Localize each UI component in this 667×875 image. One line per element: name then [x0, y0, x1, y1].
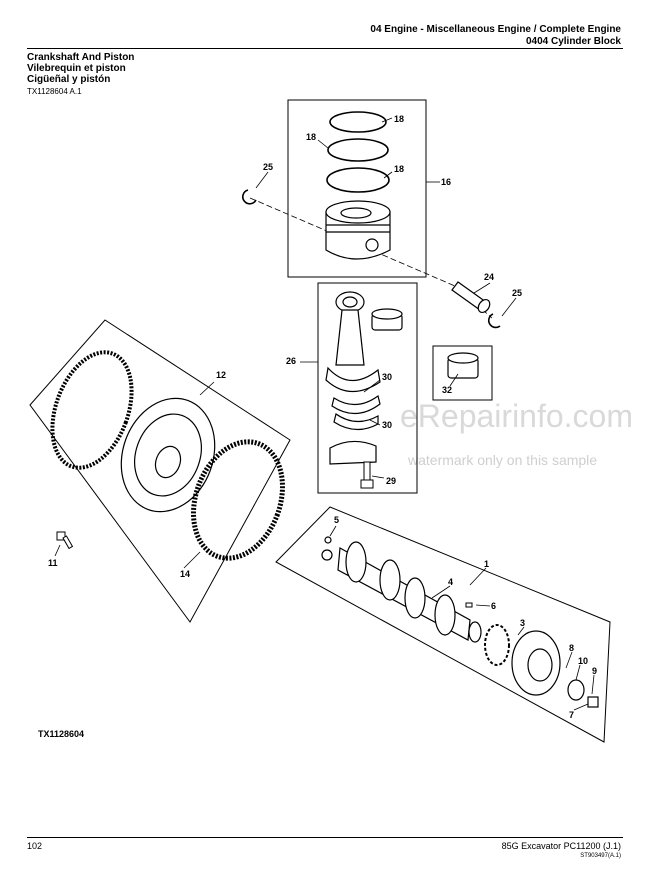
- group-header: 0404 Cylinder Block: [525, 36, 621, 47]
- callout-25-left: 25: [263, 162, 273, 172]
- callout-25-right: 25: [512, 288, 522, 298]
- callout-26: 26: [286, 356, 296, 366]
- callout-11: 11: [48, 558, 58, 568]
- ring-bottom-icon: [326, 167, 390, 193]
- callout-8: 8: [569, 643, 574, 653]
- callout-12: 12: [216, 370, 226, 380]
- bushing-icon: [447, 352, 479, 379]
- ring-top-icon: [329, 111, 387, 133]
- flywheel-icon: [120, 397, 216, 513]
- callout-4: 4: [448, 577, 453, 587]
- crankshaft-icon: [321, 536, 482, 643]
- watermark-brand: eRepairinfo.com: [400, 398, 633, 434]
- footer-rule: [27, 837, 623, 838]
- connecting-rod-icon: [325, 291, 381, 393]
- callout-18-top: 18: [394, 114, 404, 124]
- bushing-box: [432, 345, 493, 401]
- snap-ring-right-icon: [487, 313, 501, 329]
- callout-3: 3: [520, 618, 525, 628]
- callout-14: 14: [180, 569, 190, 579]
- callout-16: 16: [441, 177, 451, 187]
- key-icon: [465, 602, 473, 608]
- callout-5: 5: [334, 515, 339, 525]
- callout-7: 7: [569, 710, 574, 720]
- model-line: 85G Excavator PC11200 (J.1): [501, 841, 621, 851]
- callout-32: 32: [442, 385, 452, 395]
- page-number: 102: [27, 841, 43, 851]
- callout-1: 1: [484, 559, 489, 569]
- pulley-bolt-icon: [587, 696, 599, 708]
- document-id: ST903497(A.1): [580, 853, 621, 859]
- title-english: Crankshaft And Piston: [27, 52, 135, 63]
- bearing-half-upper-icon: [331, 394, 381, 415]
- page-titles: Crankshaft And Piston Vilebrequin et pis…: [27, 52, 134, 85]
- crank-gear-icon: [484, 624, 510, 666]
- piston-pin-icon: [451, 281, 491, 314]
- section-header: 04 Engine - Miscellaneous Engine / Compl…: [370, 24, 621, 35]
- pin-centerline: [454, 285, 493, 319]
- ring-middle-icon: [327, 138, 389, 162]
- callout-30-lower: 30: [382, 420, 392, 430]
- figure-reference: TX1128604 A.1: [27, 87, 82, 96]
- damper-pulley-icon: [511, 630, 561, 696]
- callout-30-upper: 30: [382, 372, 392, 382]
- ring-gear-icon: [50, 350, 134, 470]
- callout-9: 9: [592, 666, 597, 676]
- flywheel-box: [29, 319, 291, 623]
- snap-ring-left-icon: [242, 189, 257, 205]
- callout-18-bottom: 18: [394, 164, 404, 174]
- rod-bushing-icon: [371, 308, 403, 331]
- callout-18-middle: 18: [306, 132, 316, 142]
- title-french: Vilebrequin et piston: [27, 63, 126, 74]
- callout-29: 29: [386, 476, 396, 486]
- seal-icon: [567, 679, 585, 701]
- title-spanish: Cigüeñal y pistón: [27, 74, 111, 85]
- callout-24: 24: [484, 272, 494, 282]
- callout-10: 10: [578, 656, 588, 666]
- piston-icon: [325, 200, 391, 260]
- header-rule: [27, 48, 623, 49]
- ring-gear-separate-icon: [191, 439, 285, 561]
- figure-code: TX1128604: [38, 729, 85, 739]
- callout-6: 6: [491, 601, 496, 611]
- watermark-note: watermark only on this sample: [408, 452, 598, 468]
- rod-bolt-icon: [360, 461, 374, 489]
- connecting-rod-box: [317, 282, 418, 494]
- flywheel-bolt-icon: [56, 531, 74, 550]
- piston-kit-box: [287, 99, 427, 278]
- bearing-half-lower-icon: [333, 413, 379, 431]
- rod-cap-icon: [329, 440, 377, 465]
- crankshaft-box: [275, 506, 611, 743]
